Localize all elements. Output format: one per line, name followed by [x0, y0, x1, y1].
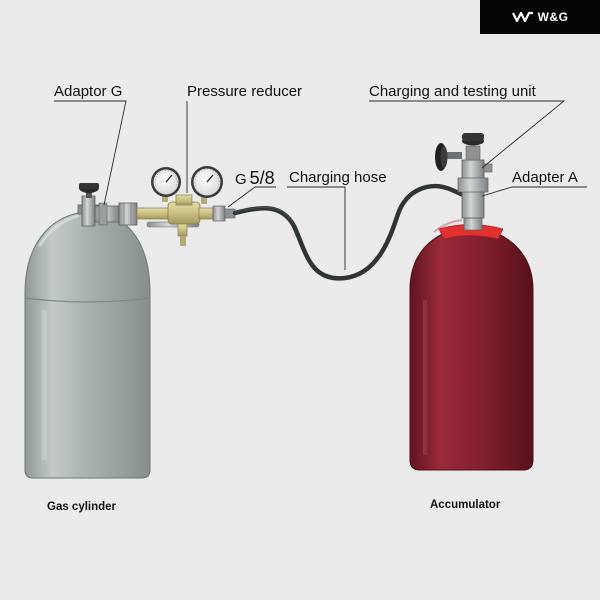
- label-thread-size: 5/8: [249, 168, 275, 188]
- outlet-pressure-gauge: [191, 166, 223, 198]
- inlet-pressure-gauge: [151, 167, 181, 197]
- label-adaptor-g: Adaptor G: [54, 83, 123, 100]
- adapter-a-ring: [438, 224, 504, 240]
- label-charging-hose: Charging hose: [289, 169, 387, 186]
- label-charging-testing-unit: Charging and testing unit: [369, 83, 536, 100]
- caption-gas-cylinder: Gas cylinder: [47, 501, 117, 513]
- gas-cylinder: [24, 183, 151, 479]
- caption-accumulator: Accumulator: [430, 499, 501, 511]
- accumulator-pressure-gauge: [435, 143, 448, 171]
- brand-name: W&G: [537, 10, 569, 24]
- double-chevron-logo-icon: [511, 11, 533, 23]
- leader-lines: [54, 100, 587, 270]
- label-adapter-a: Adapter A: [512, 169, 578, 186]
- adaptor-g: [94, 202, 138, 226]
- label-g-prefix: G: [235, 171, 247, 188]
- charging-testing-unit: [435, 133, 493, 219]
- charging-hose: [232, 183, 479, 281]
- pressure-reducer: [136, 166, 223, 246]
- hose-fitting: [212, 205, 236, 222]
- brand-badge: W&G: [480, 0, 600, 34]
- accumulator: [409, 217, 534, 471]
- label-pressure-reducer: Pressure reducer: [187, 83, 303, 100]
